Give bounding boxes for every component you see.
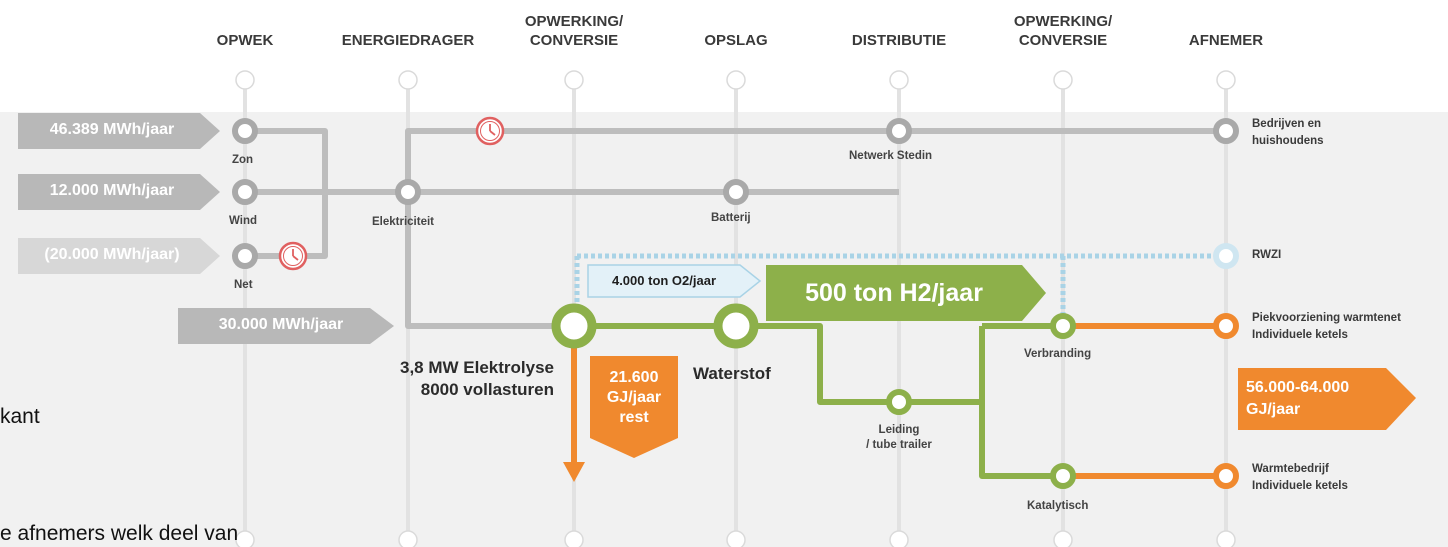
input-electrolysis-label: 30.000 MWh/jaar: [218, 316, 344, 333]
label-warmte-line2: Individuele ketels: [1252, 480, 1348, 492]
label-rest-heat-line1: 21.600: [609, 369, 659, 386]
input-wind-label: 12.000 MWh/jaar: [49, 182, 175, 199]
label-elektrolyse-line1: 3,8 MW Elektrolyse: [399, 358, 554, 377]
node-piekvoorziening: [1213, 313, 1239, 339]
clock-icon: [475, 116, 505, 146]
node-netwerk-stedin: [886, 118, 912, 144]
rest-heat-output-box: [590, 356, 678, 458]
label-verbranding: Verbranding: [1024, 348, 1092, 360]
label-batterij: Batterij: [711, 212, 751, 224]
node-verbranding: [1050, 313, 1076, 339]
label-rest-heat-line2: GJ/jaar: [606, 389, 662, 406]
node-leiding: [886, 389, 912, 415]
node-wind: [232, 179, 258, 205]
node-warmtebedrijf: [1213, 463, 1239, 489]
input-solar-label: 46.389 MWh/jaar: [49, 121, 175, 138]
label-rest-heat-output: 21.600 GJ/jaar rest: [590, 368, 678, 428]
label-elektriciteit: Elektriciteit: [372, 216, 434, 228]
label-heat-line1: 56.000-64.000: [1246, 379, 1350, 396]
node-elektriciteit: [395, 179, 421, 205]
label-net: Net: [234, 279, 253, 291]
label-bedrijven-line2: huishoudens: [1252, 135, 1324, 147]
input-arrow-grid: [18, 238, 220, 274]
node-net: [232, 243, 258, 269]
label-oxygen-output: 4.000 ton O2/jaar: [611, 273, 717, 288]
label-hydrogen-output: 500 ton H2/jaar: [805, 279, 983, 307]
input-grid-label: (20.000 MWh/jaar): [44, 246, 180, 263]
label-zon: Zon: [232, 154, 254, 166]
label-heat-line2: GJ/jaar: [1246, 401, 1301, 418]
label-rwzi: RWZI: [1252, 249, 1282, 261]
background-text-line2: e afnemers welk deel van: [0, 522, 239, 545]
node-elektrolyse: [551, 303, 597, 349]
header-distributie: DISTRIBUTIE: [851, 32, 947, 49]
node-katalytisch: [1050, 463, 1076, 489]
label-netwerk-stedin: Netwerk Stedin: [849, 150, 933, 162]
input-arrow-solar: [18, 113, 220, 149]
label-wind: Wind: [229, 215, 257, 227]
green-nodes: [551, 303, 1076, 489]
label-heat-output: 56.000-64.000 GJ/jaar: [1246, 377, 1349, 421]
node-zon: [232, 118, 258, 144]
input-arrow-wind: [18, 174, 220, 210]
column-top-circles: [235, 70, 1236, 90]
header-afnemer: AFNEMER: [1188, 32, 1264, 49]
header-opslag: OPSLAG: [704, 32, 768, 49]
label-leiding-line2: / tube trailer: [866, 439, 932, 451]
label-elektrolyse-line2: 8000 vollasturen: [420, 380, 554, 399]
label-elektrolyse: 3,8 MW Elektrolyse 8000 vollasturen: [388, 357, 554, 401]
label-piek-line2: Individuele ketels: [1252, 329, 1348, 341]
header-opwerking-conversie-1: OPWERKING/ CONVERSIE: [524, 13, 624, 49]
node-waterstof: [713, 303, 759, 349]
hydrogen-output-arrow: [766, 265, 1046, 321]
label-bedrijven: Bedrijven en huishoudens: [1252, 116, 1324, 150]
label-bedrijven-line1: Bedrijven en: [1252, 118, 1322, 130]
label-waterstof: Waterstof: [693, 364, 771, 383]
label-katalytisch: Katalytisch: [1027, 500, 1089, 512]
column-bottom-circles: [235, 530, 1236, 547]
grey-nodes: [232, 118, 1239, 269]
rest-heat-arrow-head: [563, 462, 585, 482]
label-leiding-line1: Leiding: [878, 424, 920, 436]
node-bedrijven: [1213, 118, 1239, 144]
label-warmte-line1: Warmtebedrijf: [1252, 463, 1329, 475]
label-rest-heat-line3: rest: [619, 409, 649, 426]
clock-icon: [278, 241, 308, 271]
label-piek-line1: Piekvoorziening warmtenet: [1252, 312, 1401, 324]
heat-output-arrow: [1238, 368, 1416, 430]
label-piekvoorziening: Piekvoorziening warmtenet Individuele ke…: [1252, 310, 1401, 344]
oxygen-output-box: [587, 264, 762, 298]
node-batterij: [723, 179, 749, 205]
header-energiedrager: ENERGIEDRAGER: [341, 32, 475, 49]
header-opwek: OPWEK: [216, 32, 274, 49]
background-text-line1: kant: [0, 405, 40, 428]
header-opwerking-conversie-2: OPWERKING/ CONVERSIE: [1013, 13, 1113, 49]
input-arrow-electrolysis: [178, 308, 394, 344]
electricity-lines: [245, 128, 1226, 329]
node-rwzi: [1213, 243, 1239, 269]
label-leiding: Leiding / tube trailer: [843, 423, 955, 453]
heat-lines: [571, 323, 1226, 479]
orange-nodes: [1213, 313, 1239, 489]
label-warmtebedrijf: Warmtebedrijf Individuele ketels: [1252, 461, 1348, 495]
